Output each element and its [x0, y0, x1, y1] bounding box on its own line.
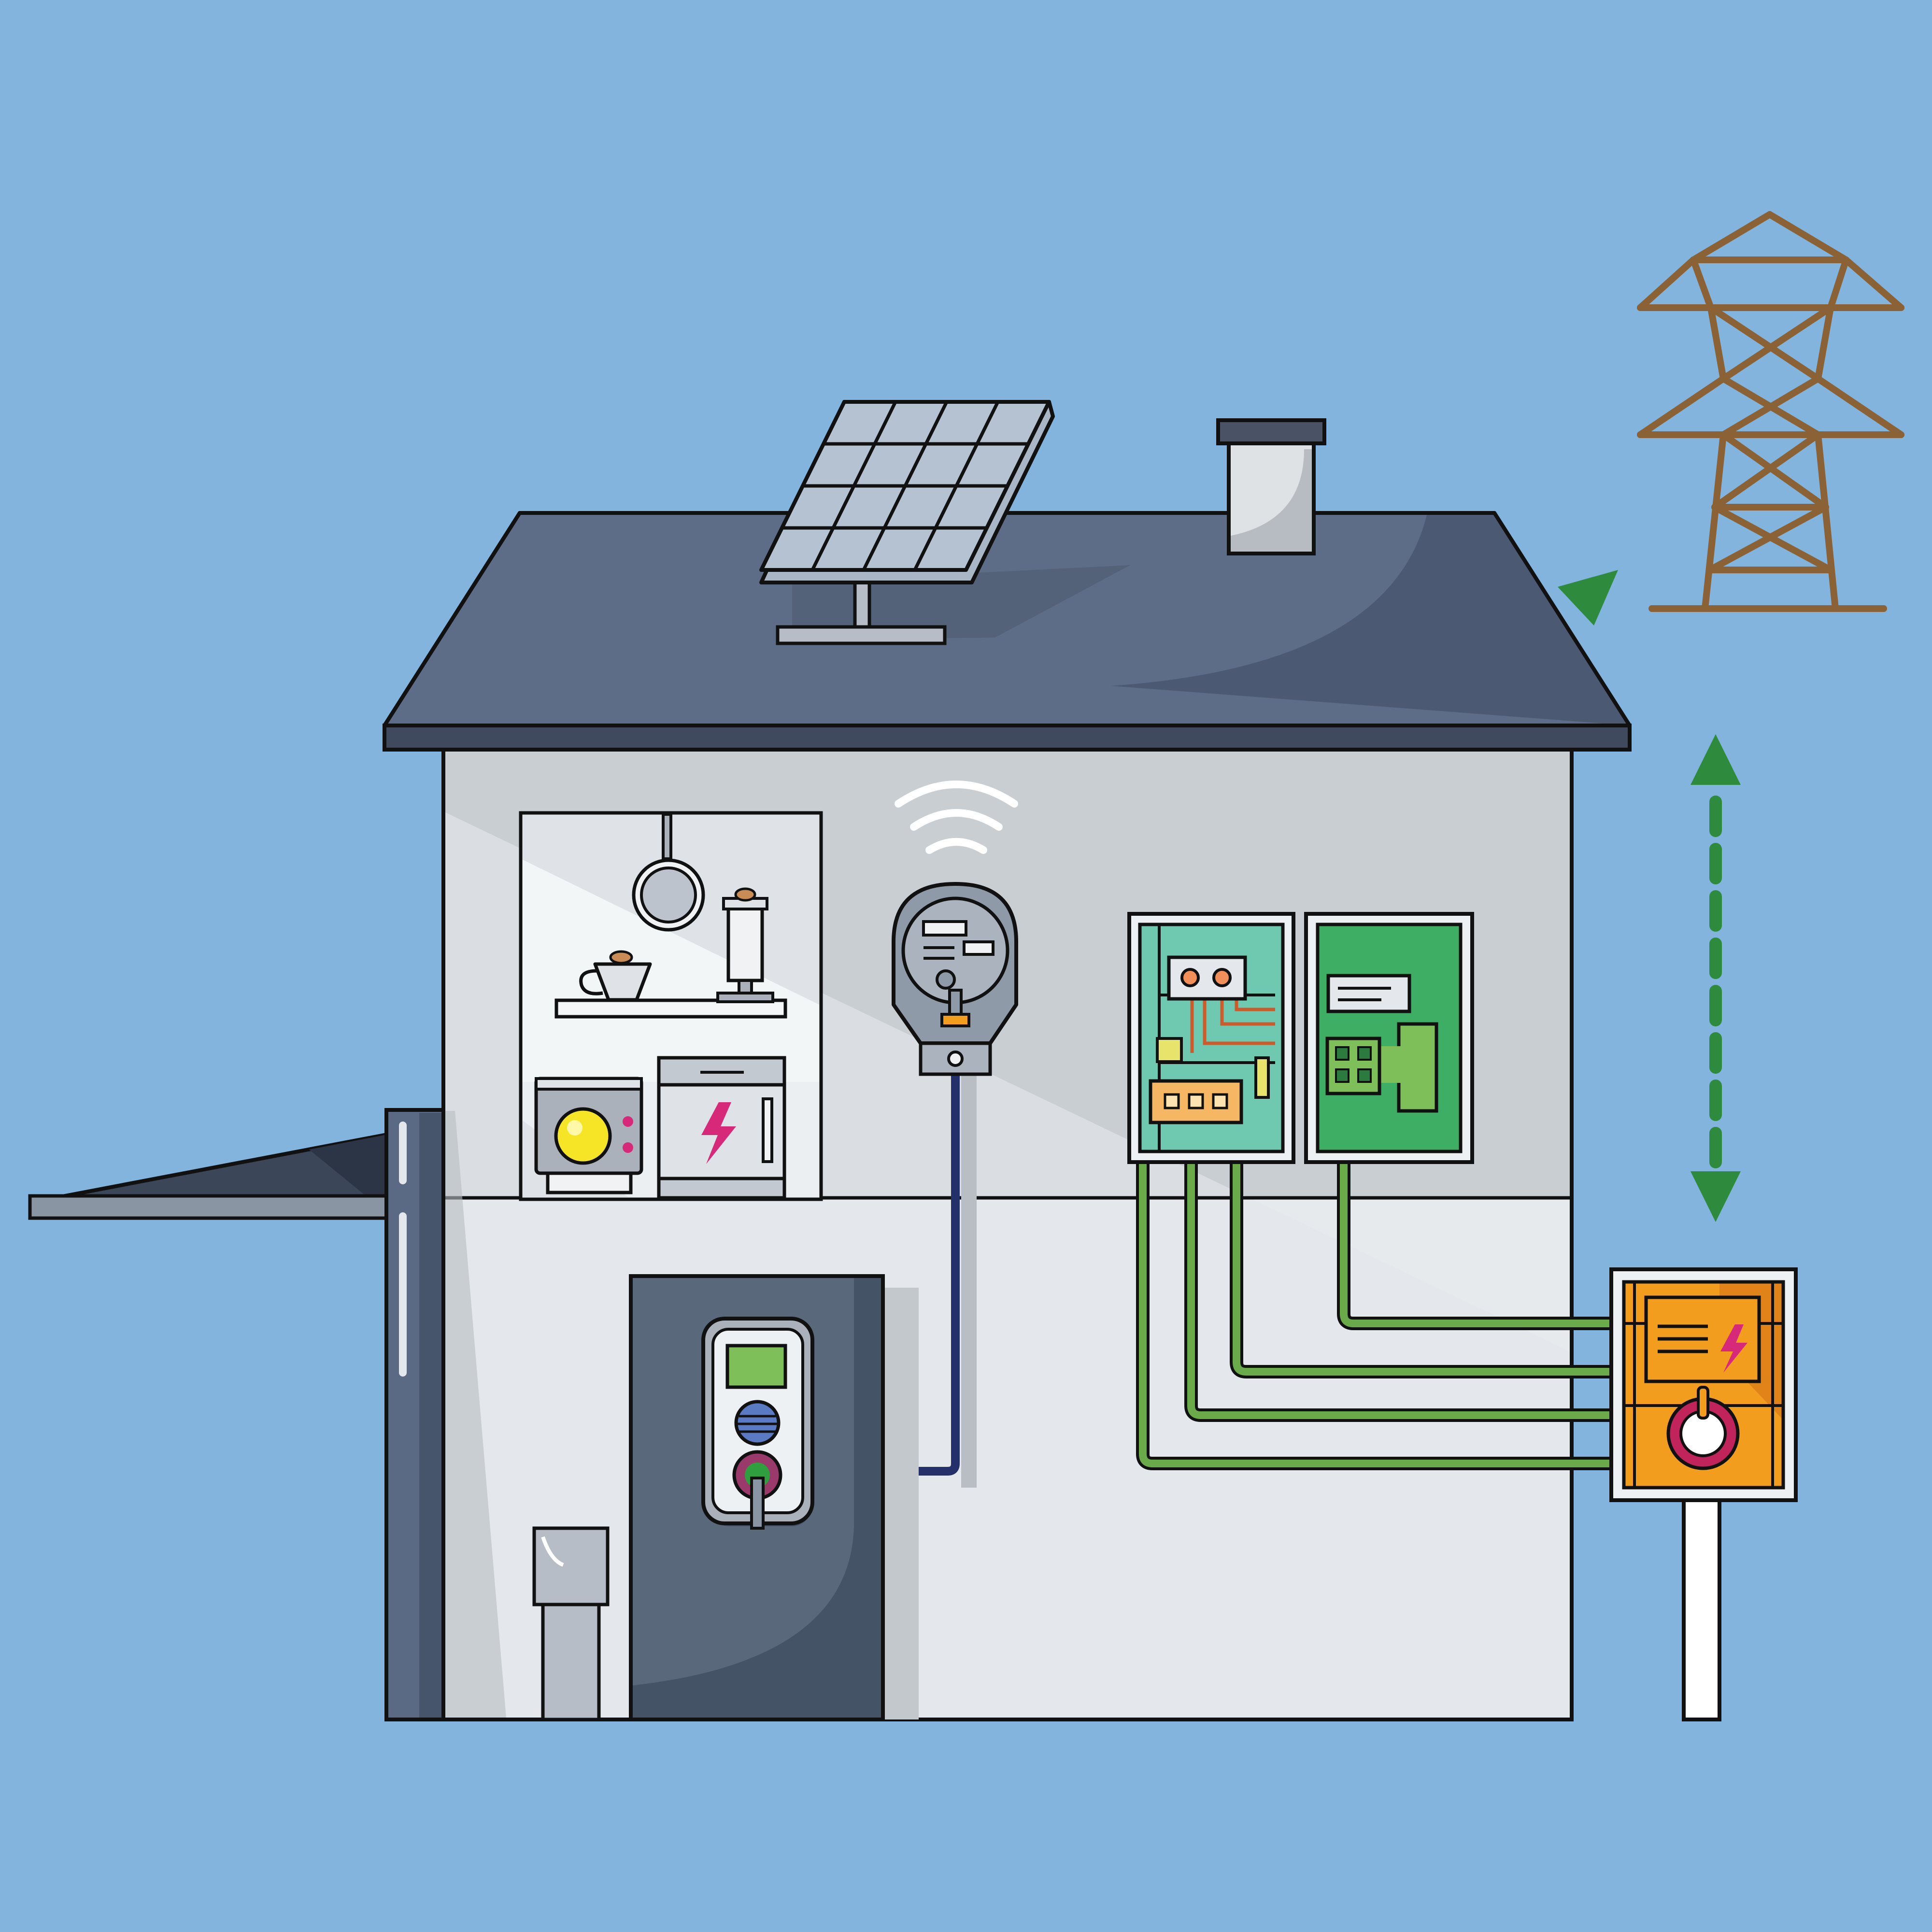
ev-charger-icon: [701, 1317, 814, 1530]
transmission-tower-icon: [1637, 211, 1904, 612]
grid-vertical-arrow: [1690, 734, 1741, 1222]
frying-pan-icon: [632, 813, 705, 932]
blender-icon: [716, 887, 774, 1003]
smart-meter-icon: [892, 882, 1018, 1076]
coffee-cup-icon: [579, 950, 652, 1002]
lightning-bolt-icon: [1720, 1324, 1747, 1373]
lightning-bolt-icon: [701, 1102, 736, 1164]
outdoor-lamp-post-icon: [532, 1526, 610, 1721]
controller-board-icon: [1304, 912, 1474, 1164]
breaker-panel-icon: [1127, 912, 1295, 1164]
junction-cables-fill: [1139, 1092, 1613, 1467]
house-roof: [383, 511, 1632, 752]
oven-icon: [534, 1077, 643, 1194]
meter-cable: [883, 1063, 960, 1476]
chimney-icon: [1216, 418, 1326, 555]
carport-roof-icon: [28, 1108, 506, 1721]
meter-cable-shadow: [961, 1072, 977, 1488]
battery-cabinet-icon: [657, 1056, 786, 1200]
solar-panel-icon: [759, 400, 1130, 645]
wifi-signal-icon: [895, 781, 1018, 854]
junction-box-icon: [1609, 1267, 1798, 1721]
